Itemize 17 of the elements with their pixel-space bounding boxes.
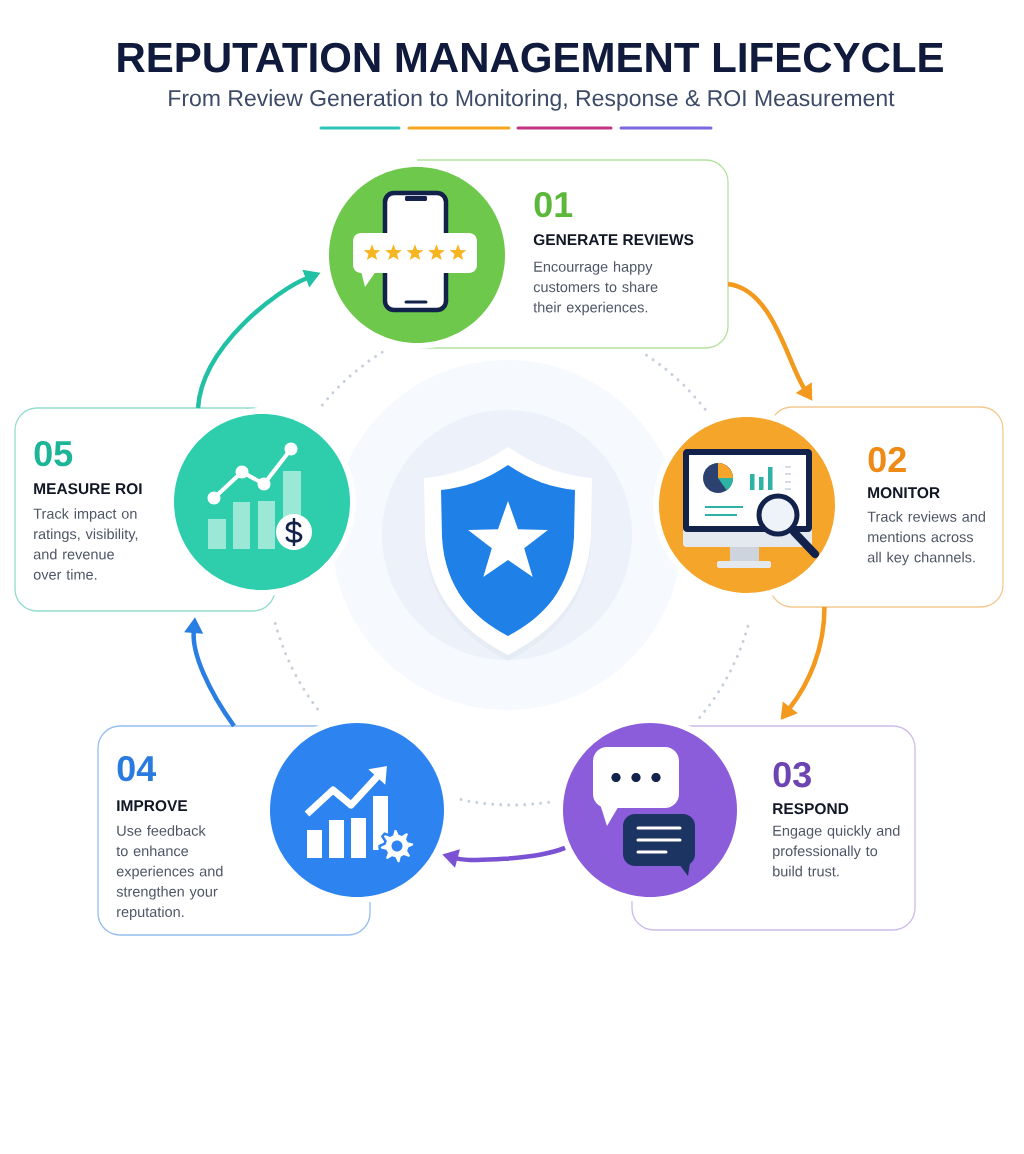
step-title: GENERATE REVIEWS (533, 234, 694, 246)
subtitle: From Review Generation to Monitoring, Response & ROI Measurement (169, 89, 895, 111)
step-number: 01 (534, 191, 573, 218)
step-description: Use feedback to enhance experiences and strengthen your reputation. (116, 825, 223, 920)
title: REPUTATION MANAGEMENT LIFECYCLE (118, 42, 943, 73)
step-description: Track reviews and mentions across all key channels. (867, 511, 985, 566)
step-title: MEASURE ROI (34, 483, 142, 495)
step-description: Track impact on ratings, visibility, and revenue over time. (33, 508, 138, 580)
step-number: 03 (773, 761, 811, 788)
step-title: MONITOR (868, 487, 940, 499)
step-title: RESPOND (773, 803, 849, 815)
step-number: 05 (34, 440, 73, 467)
step-number: 04 (117, 755, 157, 782)
step-title: IMPROVE (117, 800, 188, 812)
step-number: 02 (868, 446, 906, 473)
step-description: Engage quickly and professionally to build trust. (773, 825, 900, 877)
step-description: Encourrage happy customers to share their experiences. (533, 261, 658, 316)
